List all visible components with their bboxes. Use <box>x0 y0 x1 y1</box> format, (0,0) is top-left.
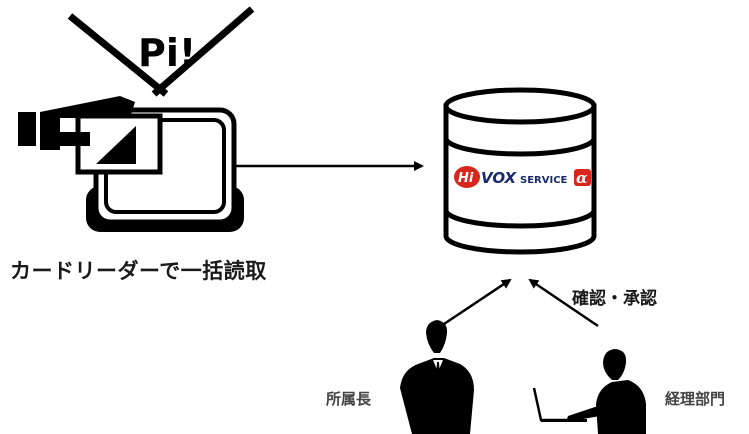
hivox-logo-brand: VOX <box>481 169 518 187</box>
manager-to-db-arrow <box>440 278 512 328</box>
hand-with-card-icon <box>18 96 163 175</box>
businessman-laptop-icon <box>532 349 646 434</box>
hivox-logo: Hi VOX SERVICE α <box>454 166 591 188</box>
database-icon <box>443 87 597 255</box>
businessman-standing-icon <box>400 320 474 434</box>
manager-caption: 所属長 <box>326 390 372 408</box>
accounting-caption: 経理部門 <box>665 390 726 408</box>
beep-sound-text: Pi! <box>138 31 196 75</box>
hivox-logo-alpha: α <box>576 169 588 187</box>
hivox-logo-service: SERVICE <box>520 175 568 186</box>
accounting-to-db-arrow <box>528 278 599 328</box>
beep-rays-icon <box>67 6 255 97</box>
confirm-approve-caption: 確認・承認 <box>572 289 657 309</box>
card-reader-caption: カードリーダーで一括読取 <box>10 259 267 283</box>
hivox-logo-badge: Hi <box>458 171 474 186</box>
